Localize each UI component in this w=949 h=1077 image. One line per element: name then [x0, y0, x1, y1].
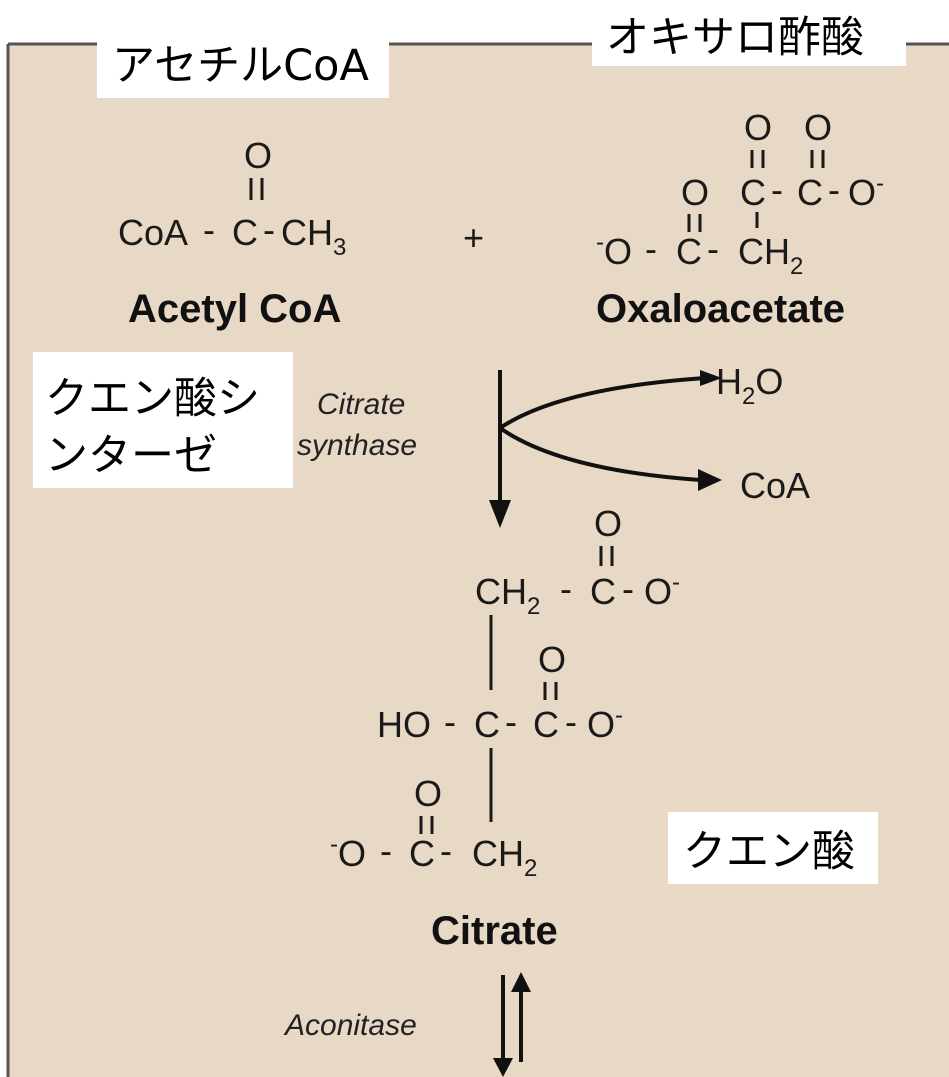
citrate-ch2-low-ch: CH — [472, 833, 524, 874]
label-oxaloacetate-jp: オキサロ酢酸 — [606, 13, 864, 63]
acetyl-carbon: C — [232, 212, 258, 253]
citrate-c-low: C — [409, 833, 435, 874]
acetyl-methyl-ch: CH — [281, 212, 333, 253]
acetyl-methyl-sub: 3 — [333, 234, 346, 261]
side-water: H2O — [716, 361, 783, 410]
citrate-bond-6: - — [380, 830, 392, 871]
citrate-bond-3: - — [444, 701, 456, 742]
label-acetyl-coa-jp: アセチルCoA — [112, 41, 369, 91]
citrate-c-center: C — [474, 704, 500, 745]
citrate-o-mid-end-o: O — [587, 704, 615, 745]
oxalo-o-top-2: O — [804, 107, 832, 148]
water-input-head — [700, 370, 722, 386]
oxalo-o-end-charge: - — [876, 170, 884, 197]
citrate-o-low: O — [414, 773, 442, 814]
reaction-arrowhead-main — [489, 500, 511, 528]
oxalo-o-end: O- — [848, 170, 884, 213]
side-water-o: O — [755, 361, 783, 402]
citrate-bond-2: - — [622, 568, 634, 609]
citrate-c-mid: C — [533, 704, 559, 745]
oxalo-bond-a: - — [771, 169, 783, 210]
oxalo-o-left: -O — [596, 229, 632, 272]
oxalo-ch2: CH2 — [738, 231, 803, 280]
citrate-o-top-end-charge: - — [672, 569, 680, 596]
citrate-o-top-end: O- — [644, 569, 680, 612]
acetyl-bond-1: - — [203, 209, 215, 250]
coa-output-arrowhead — [698, 469, 722, 491]
coa-output-curve — [498, 426, 701, 482]
oxalo-c4: C — [676, 231, 702, 272]
oxalo-bond-d: - — [645, 228, 657, 269]
citrate-o-low-left-charge: - — [330, 831, 338, 858]
name-oxaloacetate: Oxaloacetate — [596, 287, 845, 331]
oxalo-bond-e: - — [707, 228, 719, 269]
water-input-curve — [498, 376, 706, 430]
label-citrate-jp: クエン酸 — [683, 827, 855, 877]
citrate-ch2-top-sub: 2 — [527, 593, 540, 620]
citrate-o-mid-end: O- — [587, 702, 623, 745]
diagram-panel — [8, 44, 949, 1077]
name-citrate: Citrate — [431, 909, 558, 953]
side-water-sub: 2 — [742, 383, 755, 410]
citrate-c-top: C — [590, 571, 616, 612]
enzyme-citrate-synthase-2: synthase — [297, 429, 417, 462]
enzyme-aconitase: Aconitase — [283, 1009, 417, 1042]
oxalo-o-left-o: O — [604, 231, 632, 272]
oxalo-ch2-sub: 2 — [790, 253, 803, 280]
oxalo-o-top-1: O — [744, 107, 772, 148]
label-box-oxaloacetate — [592, 0, 906, 66]
citrate-bond-1: - — [560, 568, 572, 609]
citrate-o-mid-end-charge: - — [615, 702, 623, 729]
citrate-o-mid: O — [538, 639, 566, 680]
oxalo-o-left-charge: - — [596, 229, 604, 256]
citrate-o-low-left-o: O — [338, 833, 366, 874]
acetyl-bond-2: - — [263, 209, 275, 250]
acetyl-coa-group: CoA — [118, 212, 188, 253]
citrate-ch2-top-ch: CH — [475, 571, 527, 612]
side-water-h: H — [716, 361, 742, 402]
plus-sign: + — [463, 217, 484, 258]
citrate-bond-4: - — [505, 701, 517, 742]
oxalo-c2: C — [740, 172, 766, 213]
oxalo-bond-b: - — [828, 169, 840, 210]
citrate-ch2-top: CH2 — [475, 571, 540, 620]
citrate-bond-5: - — [565, 701, 577, 742]
label-box-acetyl-coa — [97, 22, 389, 98]
citrate-bond-7: - — [440, 830, 452, 871]
citrate-ho: HO — [377, 704, 431, 745]
citrate-o-top-end-o: O — [644, 571, 672, 612]
acetyl-carbonyl-o: O — [244, 135, 272, 176]
oxalo-c1: C — [797, 172, 823, 213]
side-coa: CoA — [740, 465, 810, 506]
label-box-citrate-synthase — [33, 352, 293, 488]
oxalo-ch2-ch: CH — [738, 231, 790, 272]
aconitase-arrowhead-up — [511, 972, 531, 992]
oxalo-o-mid: O — [681, 172, 709, 213]
citrate-o-low-left: -O — [330, 831, 366, 874]
label-citrate-synthase-jp-1: クエン酸シ — [45, 374, 260, 424]
aconitase-arrowhead-down — [493, 1058, 513, 1077]
citrate-ch2-low-sub: 2 — [524, 855, 537, 882]
enzyme-citrate-synthase-1: Citrate — [317, 388, 405, 421]
label-box-citrate — [668, 812, 878, 884]
citrate-ch2-low: CH2 — [472, 833, 537, 882]
oxalo-o-end-o: O — [848, 172, 876, 213]
name-acetyl-coa: Acetyl CoA — [128, 287, 341, 331]
label-citrate-synthase-jp-2: ンターゼ — [45, 431, 217, 481]
citrate-o-top: O — [594, 503, 622, 544]
acetyl-methyl: CH3 — [281, 212, 346, 261]
